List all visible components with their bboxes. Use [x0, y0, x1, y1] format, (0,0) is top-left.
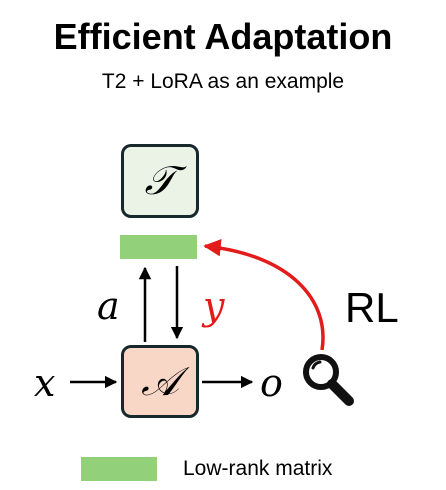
page-title: Efficient Adaptation — [53, 16, 393, 57]
rl-feedback-arrow — [203, 238, 325, 351]
label-a: a — [97, 284, 120, 328]
lora-matrix-bar — [120, 235, 197, 259]
legend-swatch — [81, 457, 157, 481]
label-y: y — [203, 284, 225, 328]
transformer-symbol: 𝒯 — [144, 158, 176, 204]
label-o: o — [260, 361, 283, 405]
page-subtitle: T2 + LoRA as an example — [101, 70, 345, 93]
transformer-node: 𝒯 — [121, 144, 199, 218]
magnifier-icon — [303, 354, 354, 406]
rl-label: RL — [345, 284, 399, 331]
agent-node: 𝒜 — [121, 345, 199, 418]
agent-symbol: 𝒜 — [141, 358, 179, 405]
label-x: x — [34, 361, 56, 405]
legend-label: Low-rank matrix — [183, 457, 333, 480]
